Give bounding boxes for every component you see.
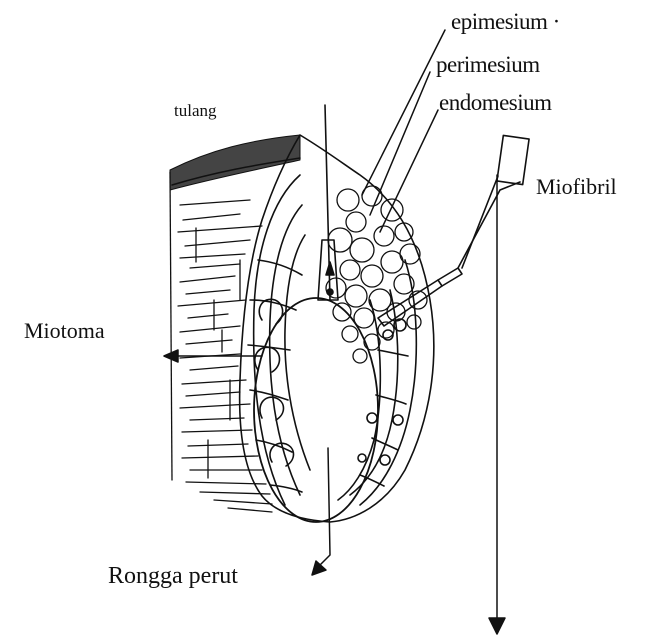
label-miofibril: Miofibril — [536, 176, 617, 198]
flank-left-edge — [170, 172, 172, 480]
abdominal-cavity — [254, 298, 378, 522]
body-cross-section — [240, 135, 434, 522]
spine — [318, 105, 338, 300]
label-endomesium: endomesium — [439, 91, 552, 114]
myofibril-extraction — [378, 135, 529, 326]
label-epimesium: epimesium · — [451, 10, 560, 33]
rongga-perut-arrow-line — [318, 448, 330, 567]
fish-flank — [170, 135, 300, 512]
epimesium-leader — [362, 30, 445, 195]
muscle-bundles — [326, 186, 427, 363]
label-tulang: tulang — [174, 102, 217, 119]
label-miotoma: Miotoma — [24, 320, 105, 342]
label-leader-lines — [362, 30, 445, 232]
miofibril-arrowhead — [489, 618, 505, 634]
perimesium-leader — [370, 72, 430, 215]
label-rongga-perut: Rongga perut — [108, 564, 238, 588]
rongga-perut-arrowhead — [312, 561, 326, 575]
label-perimesium: perimesium — [436, 53, 540, 76]
flank-top-shading — [170, 135, 300, 190]
